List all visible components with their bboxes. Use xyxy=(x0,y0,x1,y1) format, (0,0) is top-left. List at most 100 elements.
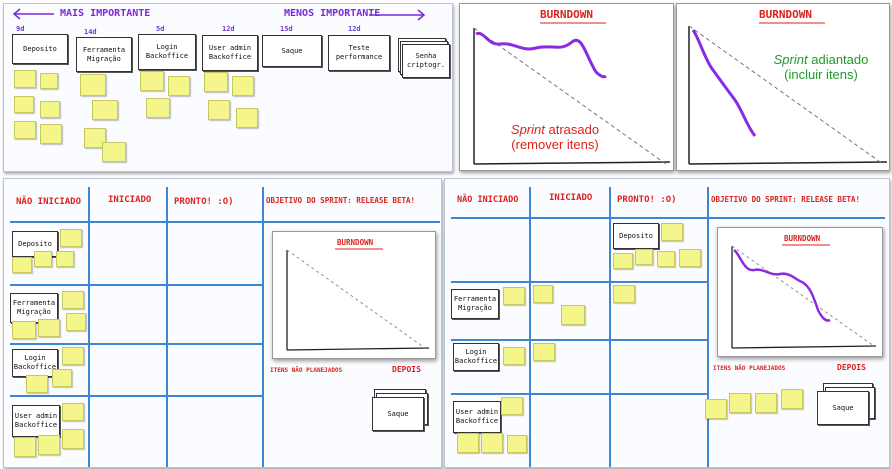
backlog-arrows xyxy=(12,8,426,21)
col-started: Iniciado xyxy=(549,193,593,203)
board-divider xyxy=(10,343,262,345)
later-card: Saque xyxy=(372,397,424,431)
task-sticky-note xyxy=(80,74,106,96)
col-not-started: Não iniciado xyxy=(457,195,519,205)
task-sticky-note xyxy=(457,433,479,453)
actual-line xyxy=(475,31,608,79)
actual-line xyxy=(691,29,757,137)
task-sticky-note xyxy=(62,403,84,421)
task-sticky-note xyxy=(84,128,106,148)
burndown-late-panel: Burndown Sprint atrasado (remover itens) xyxy=(459,3,674,171)
task-sticky-note xyxy=(236,108,258,128)
task-sticky-note xyxy=(635,249,653,265)
later-card: Saque xyxy=(817,391,869,425)
story-card: Senha criptogr. xyxy=(402,44,450,78)
burndown-late-title: Burndown xyxy=(540,8,593,21)
story-card: Login Backoffice xyxy=(138,34,196,70)
task-sticky-note xyxy=(661,223,683,241)
most-important-label: Mais importante xyxy=(60,8,151,19)
story-estimate: 15d xyxy=(280,25,293,33)
later-label: Depois xyxy=(837,363,866,372)
story-card: Saque xyxy=(262,35,322,67)
board-divider xyxy=(10,395,262,397)
burndown-early-title: Burndown xyxy=(759,8,812,21)
task-sticky-note xyxy=(729,393,751,413)
least-important-label: Menos importante xyxy=(284,8,381,19)
board-burndown-chart xyxy=(286,248,430,351)
task-sticky-note xyxy=(14,70,36,88)
task-sticky-note xyxy=(92,100,118,120)
story-card: User admin Backoffice xyxy=(453,401,501,433)
col-done: Pronto! :o) xyxy=(174,197,234,207)
task-sticky-note xyxy=(34,251,52,267)
burndown-late-chart xyxy=(473,22,671,165)
board-burndown-title: Burndown xyxy=(784,234,821,243)
task-sticky-note xyxy=(781,389,803,409)
story-card: Ferramenta Migração xyxy=(451,289,499,319)
task-sticky-note xyxy=(40,73,58,89)
sprint-board-start: Não iniciado Iniciado Pronto! :o) Objeti… xyxy=(3,178,442,468)
task-sticky-note xyxy=(705,399,727,419)
task-sticky-note xyxy=(14,96,34,113)
board-divider xyxy=(166,187,168,467)
task-sticky-note xyxy=(146,98,170,118)
task-sticky-note xyxy=(66,313,86,331)
story-card: User admin Backoffice xyxy=(202,35,258,71)
x-axis xyxy=(473,161,671,165)
task-sticky-note xyxy=(507,435,527,453)
board-divider xyxy=(609,187,611,467)
unplanned-label: Itens não planejados xyxy=(713,365,786,372)
board-divider xyxy=(707,187,709,467)
later-label: Depois xyxy=(392,365,421,374)
task-sticky-note xyxy=(60,229,82,247)
col-started: Iniciado xyxy=(108,195,152,205)
task-sticky-note xyxy=(501,397,523,415)
board-divider xyxy=(529,187,531,467)
board-divider xyxy=(451,339,707,341)
task-sticky-note xyxy=(755,393,777,413)
task-sticky-note xyxy=(62,429,84,449)
product-backlog-panel: Mais importante Menos importante 9d Depo… xyxy=(3,3,453,172)
board-burndown-title: Burndown xyxy=(337,238,374,247)
task-sticky-note xyxy=(613,253,633,269)
burndown-early-sub: (incluir itens) xyxy=(784,67,858,82)
story-card: Ferramenta Migração xyxy=(10,293,58,323)
burndown-late-note: Sprint atrasado (remover itens) xyxy=(510,122,600,152)
burndown-early-chart xyxy=(688,22,888,165)
story-card: Login Backoffice xyxy=(453,343,499,371)
task-sticky-note xyxy=(62,291,84,309)
task-sticky-note xyxy=(52,369,72,387)
task-sticky-note xyxy=(208,100,230,120)
task-sticky-note xyxy=(40,124,62,144)
task-sticky-note xyxy=(38,435,60,455)
story-estimate: 12d xyxy=(348,25,361,33)
task-sticky-note xyxy=(168,76,190,96)
board-divider xyxy=(451,281,707,283)
board-burndown: Burndown xyxy=(272,231,436,359)
col-done: Pronto! :o) xyxy=(617,195,677,205)
col-not-started: Não iniciado xyxy=(16,197,82,207)
task-sticky-note xyxy=(481,433,503,453)
task-sticky-note xyxy=(38,319,60,337)
board-divider xyxy=(451,393,707,395)
x-axis xyxy=(688,161,888,165)
task-sticky-note xyxy=(503,287,525,305)
board-divider xyxy=(88,187,90,467)
task-sticky-note xyxy=(679,249,701,267)
task-sticky-note xyxy=(533,343,555,361)
task-sticky-note xyxy=(62,347,84,365)
burndown-early-panel: Burndown Sprint adiantado (incluir itens… xyxy=(676,3,890,171)
story-card: Teste performance xyxy=(328,35,390,71)
task-sticky-note xyxy=(140,71,164,91)
story-card: Deposito xyxy=(12,34,68,64)
sprint-term: Sprint xyxy=(773,52,808,67)
sprint-board-progress: Não iniciado Iniciado Pronto! :o) Objeti… xyxy=(444,178,890,468)
task-sticky-note xyxy=(533,285,553,303)
story-estimate: 9d xyxy=(16,25,25,33)
story-card: Ferramenta Migração xyxy=(76,37,132,72)
story-card: User admin Backoffice xyxy=(12,405,60,437)
board-divider xyxy=(262,187,264,467)
task-sticky-note xyxy=(14,121,36,139)
task-sticky-note xyxy=(102,142,126,162)
